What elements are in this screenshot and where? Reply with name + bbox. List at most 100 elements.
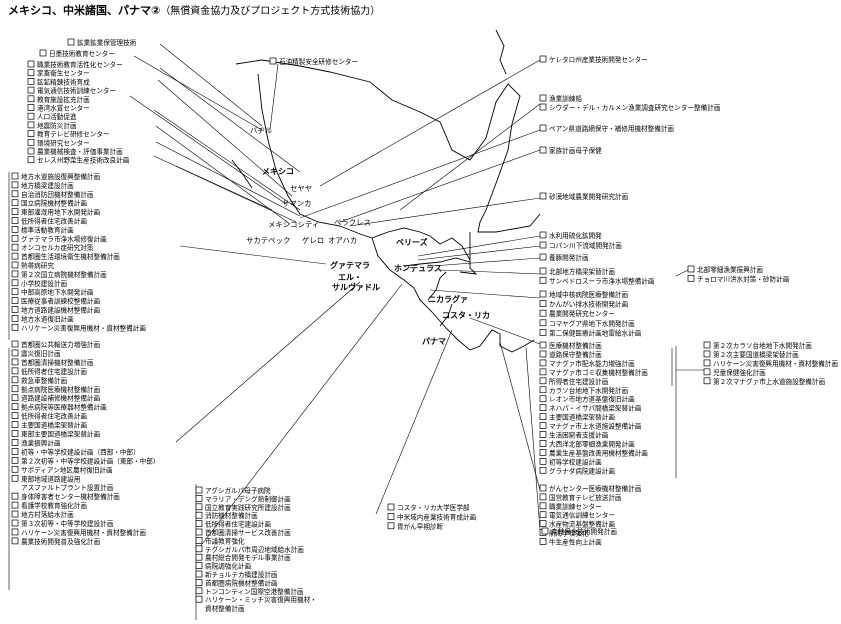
project-label-gt-13-marker <box>11 288 19 296</box>
project-label-cr-0: コスタ・リカ大学医学部 <box>397 503 470 512</box>
place-sekaya: セヤヤ <box>290 184 312 193</box>
project-label-sv-16: 身体障害者センター機材整備計画 <box>21 492 120 501</box>
project-label-gt-4-marker <box>11 208 19 215</box>
project-label-gt-11-marker <box>11 270 19 278</box>
project-label-mx-1: 家畜衛生センター <box>37 69 90 78</box>
project-label-gt-1-marker <box>11 181 19 189</box>
project-label-gt-11: 第２次国立病院機材整備計画 <box>21 270 107 279</box>
project-label-desert-marker <box>539 192 547 200</box>
project-label-hn-7-marker <box>195 545 203 553</box>
project-label-hn-8: 農村総合開発モデル事業計画 <box>205 553 291 562</box>
project-label-north-far-0: 北部零細漁業振興計画 <box>697 265 763 274</box>
project-label-gt-17-marker <box>11 323 19 331</box>
project-label-comayagua-2: 農業開発研究センター <box>549 309 615 318</box>
project-label-gt-10: 熱帯病研究 <box>21 261 54 270</box>
place-sacatepec: サカテペック <box>246 236 290 245</box>
project-label-ni-2-0-marker <box>703 341 711 349</box>
project-label-hn-13: 資材整備計画 <box>205 604 245 613</box>
project-label-ni-1-marker <box>539 350 547 358</box>
map-title-sub: （無償資金協力及びプロジェクト方式技術協力） <box>160 6 381 17</box>
project-label-comayagua-4: 第二保健医療計画地雷給水計画 <box>549 328 641 337</box>
project-label-pa-2-marker <box>539 502 547 510</box>
label-group-right: 石油精製安全研修センターケレタロ州産業技術開発センター漁業訓練船シウダー・デル・… <box>269 55 838 546</box>
project-label-hn-0-marker <box>195 486 203 494</box>
project-label-ni-2-3: 児童保健強化計画 <box>713 368 766 377</box>
project-label-mx-1-marker <box>27 69 35 77</box>
place-belize: ベリーズ <box>396 237 428 247</box>
project-label-sv-0: 首都圏公共輸送力増強計画 <box>21 340 100 349</box>
project-label-hn-12-marker <box>195 587 203 595</box>
project-label-gt-5-marker <box>11 217 19 224</box>
project-label-ni-2-3-marker <box>703 368 711 376</box>
project-label-pa-6: 牛生産性向上計画 <box>549 537 602 546</box>
project-label-sv-19-marker <box>11 519 19 527</box>
project-label-mx-4: 教育施設拡充計画 <box>37 95 90 104</box>
project-label-hn-12: トンコンティン国際空港整備計画 <box>205 587 304 596</box>
project-label-sv-21-marker <box>11 537 19 545</box>
project-label-cr-1-marker <box>387 513 395 520</box>
project-label-gt-7: グァテマラ市浄水場修復計画 <box>21 234 107 243</box>
project-label-pa-1: 国営教育テレビ放送計画 <box>549 493 622 502</box>
project-label-gt-6-marker <box>11 226 19 233</box>
project-label-sv-4-marker <box>11 376 19 384</box>
project-label-sv-9: 主要国道橋梁架替計画 <box>21 421 87 430</box>
project-label-sv-12-marker <box>11 448 19 455</box>
project-label-hn-10: 新チョルテカ橋建設計画 <box>205 570 278 579</box>
place-honduras: ホンデュラス <box>394 263 442 273</box>
label-group-honduras-mid: アグシガルパ母子病院マラリア・デング熱制御計画国立教育実践研究所建設計画消防機材… <box>195 486 317 613</box>
project-label-mx-7: 地震防災計画 <box>37 121 77 130</box>
project-label-gt-4: 東部灌漑用地下水開発計画 <box>21 208 100 217</box>
project-label-gt-9: 首都圏生活環境衛生機材整備計画 <box>21 252 120 261</box>
project-label-comayagua-2-marker <box>539 309 547 317</box>
project-label-north-1-marker <box>539 276 547 284</box>
project-label-ni-11-marker <box>539 440 547 447</box>
project-label-ni-2-marker <box>539 359 547 367</box>
project-label-sv-6: 道路建設補修機材整備計画 <box>21 394 100 403</box>
project-label-sv-13-marker <box>11 457 19 464</box>
project-label-hn-6-marker <box>195 537 203 544</box>
project-label-hn-1: マラリア・デング熱制御計画 <box>205 494 291 503</box>
project-label-pig: 養豚開発計画 <box>549 253 589 262</box>
label-group-guatemala: 地方水道施設復興整備計画地方橋梁建設計画自治消防団機材整備計画国立病院機材整備計… <box>11 172 146 332</box>
project-label-ni-2-1-marker <box>703 350 711 358</box>
map-title: メキシコ、中米諸国、パナマ②（無償資金協力及びプロジェクト方式技術協力） <box>8 2 380 18</box>
project-label-gt-14: 医療従事者訓練校整備計画 <box>21 297 100 306</box>
project-label-ni-8: 主要国道橋梁架替計画 <box>549 413 615 422</box>
project-label-ni-5: カラソ台地地下水開発計画 <box>549 386 628 395</box>
project-label-mx-b-0: 日墨技術教育センター <box>49 49 115 58</box>
project-label-pa-2: 職業訓練センター <box>549 502 602 511</box>
project-label-gt-12-marker <box>11 279 19 287</box>
project-label-sv-2-marker <box>11 358 19 366</box>
place-mexico: メキシコ <box>262 167 294 176</box>
place-samanka: サマンカ <box>282 199 312 208</box>
project-label-ni-2-2-marker <box>703 359 711 367</box>
project-label-pa-5: 航海学校強化 <box>549 529 589 538</box>
project-label-gt-16: 地方水道復旧計画 <box>21 314 74 323</box>
project-label-comayagua-3: コマヤグア県地下水開発計画 <box>549 319 635 328</box>
coastline <box>231 29 541 353</box>
project-label-ni-7: ネハパ・イサパ間橋梁架替計画 <box>549 404 641 413</box>
project-label-mx-9: 環境研究センター <box>37 138 90 147</box>
project-label-mx-9-marker <box>27 138 35 146</box>
project-label-sv-17: 看護学校教育強化計画 <box>21 501 87 510</box>
project-label-gt-13: 中部高原地下水開発計画 <box>21 288 94 297</box>
project-label-pa-6-marker <box>539 538 547 545</box>
project-label-sv-15: 東部地域道路建設用 <box>21 474 80 483</box>
project-label-mx-2-marker <box>27 78 35 85</box>
place-el-salvador-2: サルヴァドル <box>332 282 380 292</box>
project-label-ni-0: 医療機材整備計画 <box>549 341 602 350</box>
project-label-hn-11-marker <box>195 579 203 586</box>
project-label-ni-11: 大西洋北部零細漁業開発計画 <box>549 439 635 448</box>
project-label-north-0-marker <box>539 267 547 275</box>
project-label-family-plan: 家族計画母子保健 <box>549 146 602 155</box>
project-label-hn-3-marker <box>195 511 203 519</box>
project-label-ni-13: 初等学校建設計画 <box>549 457 602 466</box>
place-oaxaca: オアハカ <box>328 236 357 245</box>
project-label-gt-0: 地方水道施設復興整備計画 <box>21 172 100 181</box>
project-label-ni-13-marker <box>539 458 547 465</box>
project-label-ni-2: マナグァ市配水能力増強計画 <box>549 359 635 368</box>
project-label-hn-4-marker <box>195 520 203 527</box>
project-label-sv-3: 低所得者住宅建設計画 <box>21 367 87 376</box>
project-label-sv-14: サポディアン地区農村復旧計画 <box>21 465 113 474</box>
project-label-north-far-0-marker <box>687 265 695 273</box>
